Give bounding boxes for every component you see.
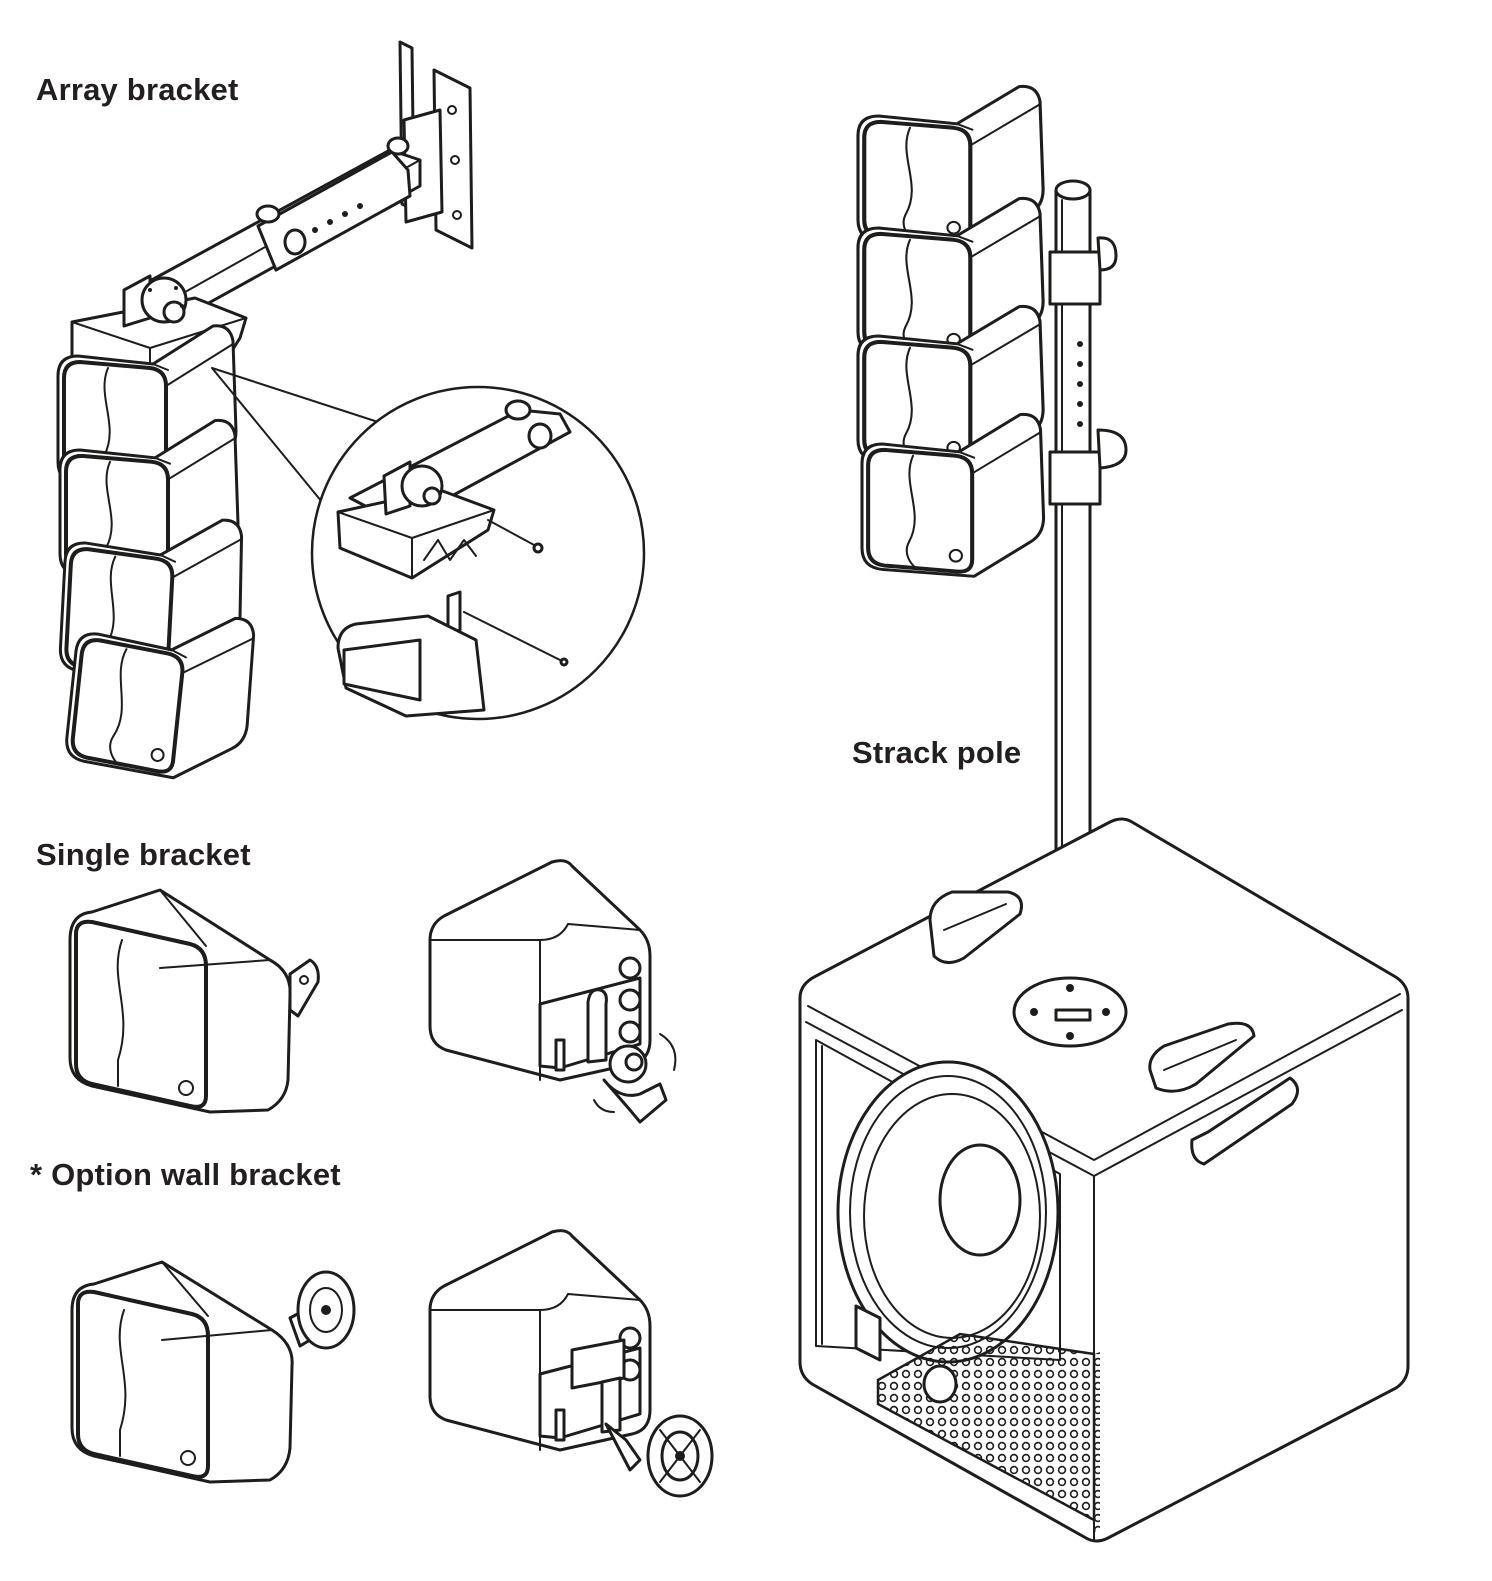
strack-pole-illustration — [798, 86, 1410, 1543]
single-bracket-label: Single bracket — [36, 837, 251, 872]
strack-pole-label: Strack pole — [852, 735, 1022, 770]
array-bracket-label: Array bracket — [36, 72, 239, 107]
array-bracket-illustration — [56, 40, 646, 787]
single-bracket-illustration — [68, 859, 677, 1124]
option-wall-bracket-illustration — [70, 1229, 714, 1498]
option-wall-bracket-label: * Option wall bracket — [30, 1157, 341, 1192]
